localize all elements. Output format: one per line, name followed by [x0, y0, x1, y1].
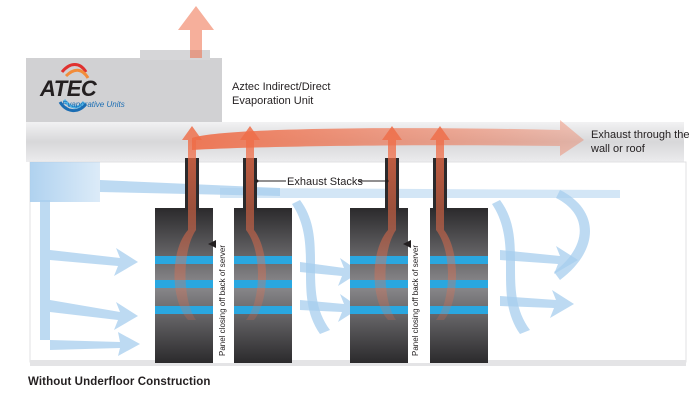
- exhaust-stacks-label: Exhaust Stacks: [287, 176, 363, 188]
- logo-text: ATEC: [40, 76, 97, 101]
- back-panel-1: [213, 208, 234, 363]
- back-panel-2: [408, 208, 430, 363]
- supply-air-inlet: [30, 162, 100, 202]
- unit-label: Aztec Indirect/Direct Evaporation Unit: [232, 81, 331, 107]
- cool-air-flow: [40, 180, 620, 356]
- panel-label: Panel closing off back of server: [218, 244, 227, 356]
- exhaust-label: Exhaust through the wall or roof: [591, 129, 690, 155]
- panel-label: Panel closing off back of server: [411, 244, 420, 356]
- logo-swoosh-icon: [58, 63, 90, 112]
- exhaust-airflow-arrow: [192, 120, 584, 156]
- panel-arrow-icon: [208, 240, 216, 248]
- diagram-caption: Without Underfloor Construction: [28, 376, 211, 388]
- hot-air-flow: [174, 126, 456, 320]
- evaporation-unit: [26, 58, 222, 124]
- server-rack-4: [430, 208, 488, 363]
- logo-tagline: Evaporative Units: [62, 100, 125, 109]
- unit-top-vent: [140, 50, 210, 60]
- panel-arrow-icon: [403, 240, 411, 248]
- up-arrow-exhaust-icon: [178, 6, 214, 58]
